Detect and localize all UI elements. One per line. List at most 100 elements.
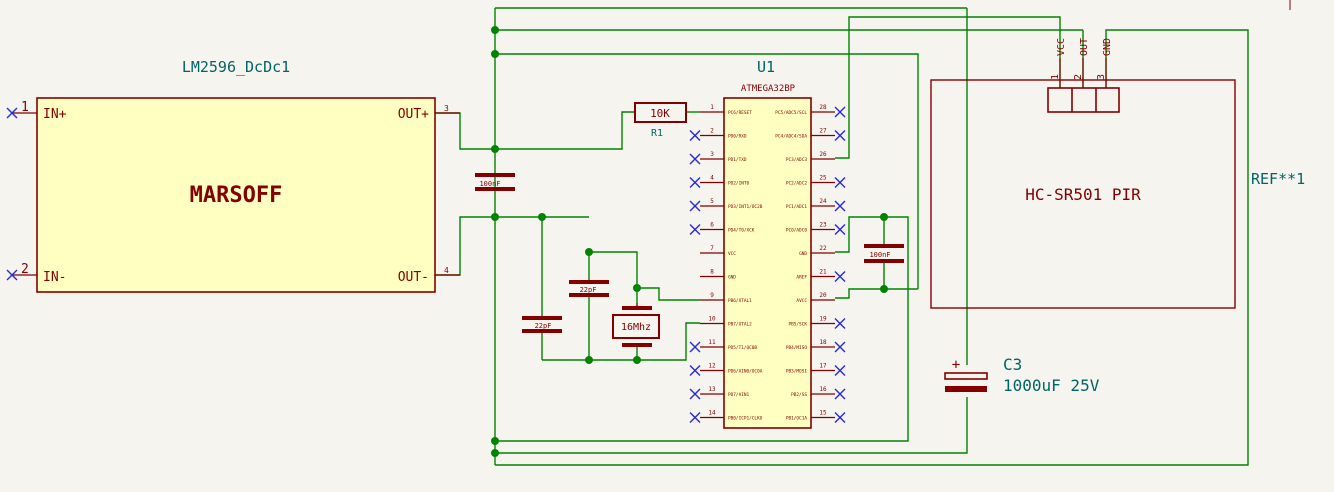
mcu-pin-num: 19	[819, 316, 827, 323]
wire-avcc-pin	[835, 288, 918, 299]
cap-plate	[864, 259, 904, 263]
junctions	[491, 26, 888, 457]
cap-plate	[522, 329, 562, 333]
no-connect-x	[834, 130, 846, 141]
mcu-pin-num: 7	[710, 245, 714, 252]
no-connect-x	[689, 412, 701, 423]
mcu-pin-name: PB0/ICP1/CLKO	[728, 416, 763, 422]
mcu-pin-name: PC1/ADC1	[786, 204, 808, 210]
crystal-plate	[622, 306, 652, 310]
mcu-right-pins: 28PC5/ADC5/SCL27PC4/ADC4/SDA26PC3/ADC325…	[775, 104, 846, 423]
mcu-pin-name: PD4/T0/XCK	[728, 228, 755, 234]
mcu-pin-name: PB7/XTAL2	[728, 322, 752, 328]
c3-polarity: +	[952, 357, 960, 373]
mcu-pin-num: 1	[710, 104, 714, 111]
no-connect-x	[834, 224, 846, 235]
wire-out-plus	[435, 112, 495, 150]
mcu-pin-num: 16	[819, 386, 827, 393]
crystal-body	[612, 314, 660, 339]
pir-pin-num-2: 2	[1073, 74, 1084, 80]
cap-plate	[569, 280, 609, 284]
mcu-pin-num: 13	[708, 386, 716, 393]
cap-22pf-left[interactable]: 22pF	[522, 316, 562, 333]
mcu-pin-name: PB3/MOSI	[786, 369, 808, 375]
no-connect-x	[689, 200, 701, 212]
mcu-pin-num: 18	[819, 339, 827, 346]
mcu-pin-num: 12	[708, 363, 716, 370]
junction-dot	[880, 285, 888, 293]
pir-value: HC-SR501 PIR	[1025, 185, 1141, 204]
mcu-pin-name: PD2/INT0	[728, 181, 750, 187]
mcu-value: ATMEGA32BP	[741, 84, 796, 94]
wire-r1-left	[495, 111, 635, 150]
dcdc-pin-num-3: 3	[444, 104, 449, 113]
mcu-pin-name: PB5/SCK	[788, 322, 807, 328]
no-connect-x	[834, 177, 846, 188]
dcdc-ref: LM2596_DcDc1	[182, 58, 290, 76]
wire-vcc-to-avcc	[495, 53, 919, 289]
dcdc-pin-in-plus: IN+	[43, 107, 67, 122]
mcu-pin-num: 9	[710, 292, 714, 299]
mcu-ref: U1	[757, 58, 775, 76]
mcu-atmega[interactable]: U1 ATMEGA32BP 1PC6/RESET2PD0/RXD3PD1/TXD…	[689, 58, 846, 429]
cap-22pf-right[interactable]: 22pF	[569, 280, 609, 297]
pir-pin-name-vcc: VCC	[1056, 38, 1067, 56]
no-connect-x	[834, 388, 846, 400]
pir-pin-num-3: 3	[1096, 74, 1107, 80]
crystal-16mhz[interactable]: 16Mhz	[612, 303, 660, 360]
mcu-pin-num: 2	[710, 128, 714, 135]
mcu-pin-name: AREF	[796, 275, 807, 281]
junction-dot	[538, 213, 546, 221]
r1-value: 10K	[650, 107, 670, 120]
mcu-pin-name: PD1/TXD	[728, 157, 747, 163]
pir-sensor[interactable]: HC-SR501 PIR REF**1 1 2 3 VCC OUT GND	[930, 38, 1305, 309]
cap-bulk-value: 100nF	[479, 180, 500, 188]
cap-100nf-avcc[interactable]: 100nF	[864, 244, 904, 263]
no-connect-x	[834, 365, 846, 376]
mcu-pin-name: PB4/MISO	[786, 345, 808, 351]
mcu-pin-num: 5	[710, 198, 714, 205]
mcu-pin-name: PC3/ADC3	[786, 157, 808, 163]
mcu-pin-name: AVCC	[796, 298, 807, 304]
r1-ref: R1	[651, 128, 663, 139]
mcu-pin-name: PB6/XTAL1	[728, 298, 752, 304]
junction-dot	[585, 356, 593, 364]
mcu-pin-name: GND	[728, 275, 736, 281]
wire-gnd-avcc-loop	[495, 216, 909, 442]
wire-c3-minus	[495, 397, 968, 454]
no-connect-x	[834, 271, 846, 282]
no-connect-x	[834, 341, 846, 353]
mcu-body	[723, 97, 812, 429]
no-connect-x	[689, 130, 701, 141]
no-connect-x	[689, 224, 701, 235]
mcu-pin-name: GND	[799, 251, 807, 257]
cap-xtal2-value: 22pF	[535, 322, 552, 330]
junction-dot	[491, 213, 499, 221]
crystal-plate	[622, 343, 652, 347]
no-connect-x	[834, 318, 846, 329]
mcu-pin-num: 17	[819, 363, 827, 370]
resistor-r1[interactable]: 10K R1	[634, 102, 687, 139]
cap-c3-electrolytic[interactable]: + C3 1000uF 25V	[944, 355, 1100, 395]
crystal-value: 16Mhz	[621, 322, 651, 333]
wire-adc3-to-pir-vcc	[835, 16, 1061, 159]
cap-plate	[522, 316, 562, 320]
no-connect-x	[689, 153, 701, 165]
no-connect-x	[834, 200, 846, 212]
mcu-pin-num: 4	[710, 175, 714, 182]
cap-plate-minus	[945, 386, 987, 392]
cap-plate	[569, 293, 609, 297]
no-connect-x	[689, 365, 701, 376]
no-connect-x	[834, 106, 846, 118]
mcu-pin-name: PD3/INT1/OC2B	[728, 204, 763, 210]
mcu-pin-num: 14	[708, 410, 716, 417]
dcdc-pin-out-plus: OUT+	[398, 107, 429, 122]
c3-value: 1000uF 25V	[1003, 376, 1100, 395]
junction-dot	[491, 449, 499, 457]
mcu-pin-num: 20	[819, 292, 827, 299]
mcu-pin-name: PD7/AIN1	[728, 392, 750, 398]
no-connect-x	[689, 388, 701, 400]
cap-100nf-bulk[interactable]: 100nF	[475, 173, 515, 191]
dcdc-module[interactable]: LM2596_DcDc1 MARSOFF IN+ IN- OUT+ OUT- 1…	[6, 58, 460, 293]
